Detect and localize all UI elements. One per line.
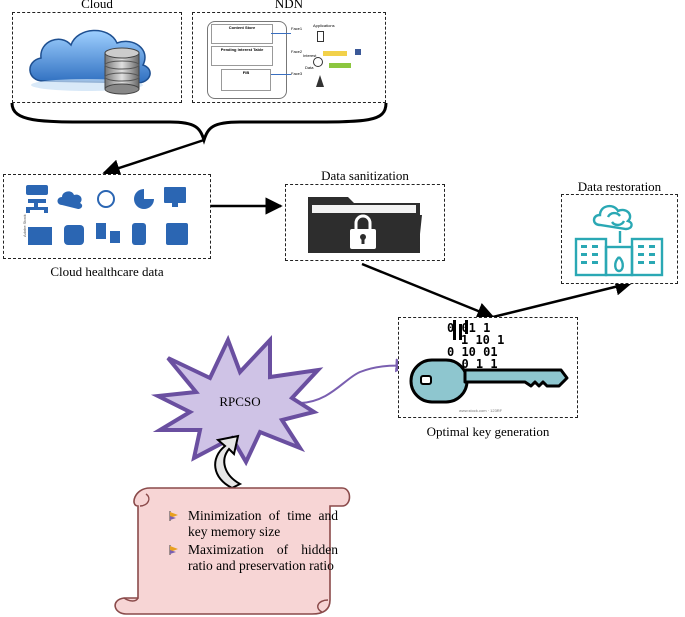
database-icon bbox=[104, 47, 140, 95]
objectives-scroll bbox=[114, 487, 351, 615]
cloud-server-icon bbox=[29, 29, 151, 95]
arrow-sanitization-to-key bbox=[361, 262, 495, 320]
monitor-icon bbox=[164, 187, 186, 203]
ndn-applications: Applications bbox=[313, 23, 335, 28]
network-tree-icon bbox=[26, 199, 48, 213]
healthcare-label: Cloud healthcare data bbox=[50, 264, 164, 279]
pie-chart-icon bbox=[134, 189, 154, 209]
ndn-face3: Face3 bbox=[291, 71, 303, 76]
key-box: 0 01 1 1 10 1 0 10 01 0 0 1 1 www.stock.… bbox=[398, 317, 578, 418]
list-stack-icon bbox=[28, 227, 52, 245]
bullet-flag-icon bbox=[169, 511, 178, 521]
svg-text:www.stock.com · 123RF: www.stock.com · 123RF bbox=[459, 408, 503, 413]
ndn-phone-icon bbox=[317, 31, 324, 42]
arrow-key-to-restoration bbox=[492, 278, 633, 319]
ndn-data-tag bbox=[329, 63, 351, 68]
rpcso-starburst bbox=[150, 334, 324, 467]
ndn-tower-icon bbox=[316, 75, 324, 87]
ndn-data: Data bbox=[305, 65, 314, 70]
hook-arrow bbox=[214, 434, 243, 490]
objective-item: Maximization of hidden ratio and preserv… bbox=[168, 542, 338, 574]
arrow-rpcso-to-key bbox=[299, 358, 410, 404]
healthcare-box: Adobe Stock bbox=[3, 174, 211, 259]
ndn-interest: Interest bbox=[303, 53, 317, 58]
building-cloud-icon bbox=[574, 204, 664, 277]
objective-text: Maximization of hidden ratio and preserv… bbox=[188, 542, 338, 573]
ndn-fib: FIB bbox=[221, 69, 271, 91]
ndn-interest-tag bbox=[323, 51, 347, 56]
sanitization-box bbox=[285, 184, 445, 261]
cycle-icon bbox=[97, 190, 115, 208]
arrow-brace-to-healthcare bbox=[102, 138, 205, 177]
ndn-content-store: Content Store bbox=[211, 24, 273, 44]
ndn-globe-icon bbox=[313, 57, 323, 67]
cloud-box bbox=[12, 12, 182, 103]
key-icon: www.stock.com · 123RF bbox=[409, 320, 569, 413]
ndn-facebook-icon bbox=[355, 49, 361, 55]
binary-row: 0 10 01 bbox=[447, 345, 498, 359]
cloud-label: Cloud bbox=[81, 0, 113, 11]
ndn-label: NDN bbox=[274, 0, 304, 11]
svg-text:Adobe Stock: Adobe Stock bbox=[22, 214, 27, 237]
restoration-label: Data restoration bbox=[577, 179, 662, 194]
objective-text: Minimization of time and key memory size bbox=[188, 508, 338, 539]
ndn-face2: Face2 bbox=[291, 49, 303, 54]
objective-item: Minimization of time and key memory size bbox=[168, 508, 338, 540]
network-box-icon bbox=[166, 223, 188, 245]
ndn-face1: Face1 bbox=[291, 26, 303, 31]
chip-icon bbox=[64, 225, 84, 245]
ndn-node-frame bbox=[207, 21, 287, 99]
restoration-box bbox=[561, 194, 678, 284]
binary-row: 1 10 1 bbox=[461, 333, 505, 347]
sanitization-label: Data sanitization bbox=[321, 168, 409, 183]
ndn-connector-lines bbox=[271, 33, 291, 75]
healthcare-icons: Adobe Stock bbox=[22, 185, 188, 245]
folder-lock-icon bbox=[308, 197, 422, 253]
server-rack-icon bbox=[26, 185, 48, 195]
curly-brace bbox=[10, 102, 388, 145]
ndn-box: Content Store Pending Interest Table FIB… bbox=[192, 12, 386, 103]
ndn-pit: Pending Interest Table bbox=[211, 46, 273, 66]
objectives-list: Minimization of time and key memory size… bbox=[168, 508, 338, 576]
document-flow-icon bbox=[96, 223, 106, 239]
rpcso-label: RPCSO bbox=[219, 394, 261, 409]
server-stack-icon bbox=[132, 223, 146, 245]
key-label: Optimal key generation bbox=[426, 424, 550, 439]
bullet-flag-icon bbox=[169, 545, 178, 555]
cloud-icon bbox=[57, 191, 83, 209]
binary-code: 0 01 1 1 10 1 0 10 01 0 0 1 1 bbox=[447, 322, 504, 370]
